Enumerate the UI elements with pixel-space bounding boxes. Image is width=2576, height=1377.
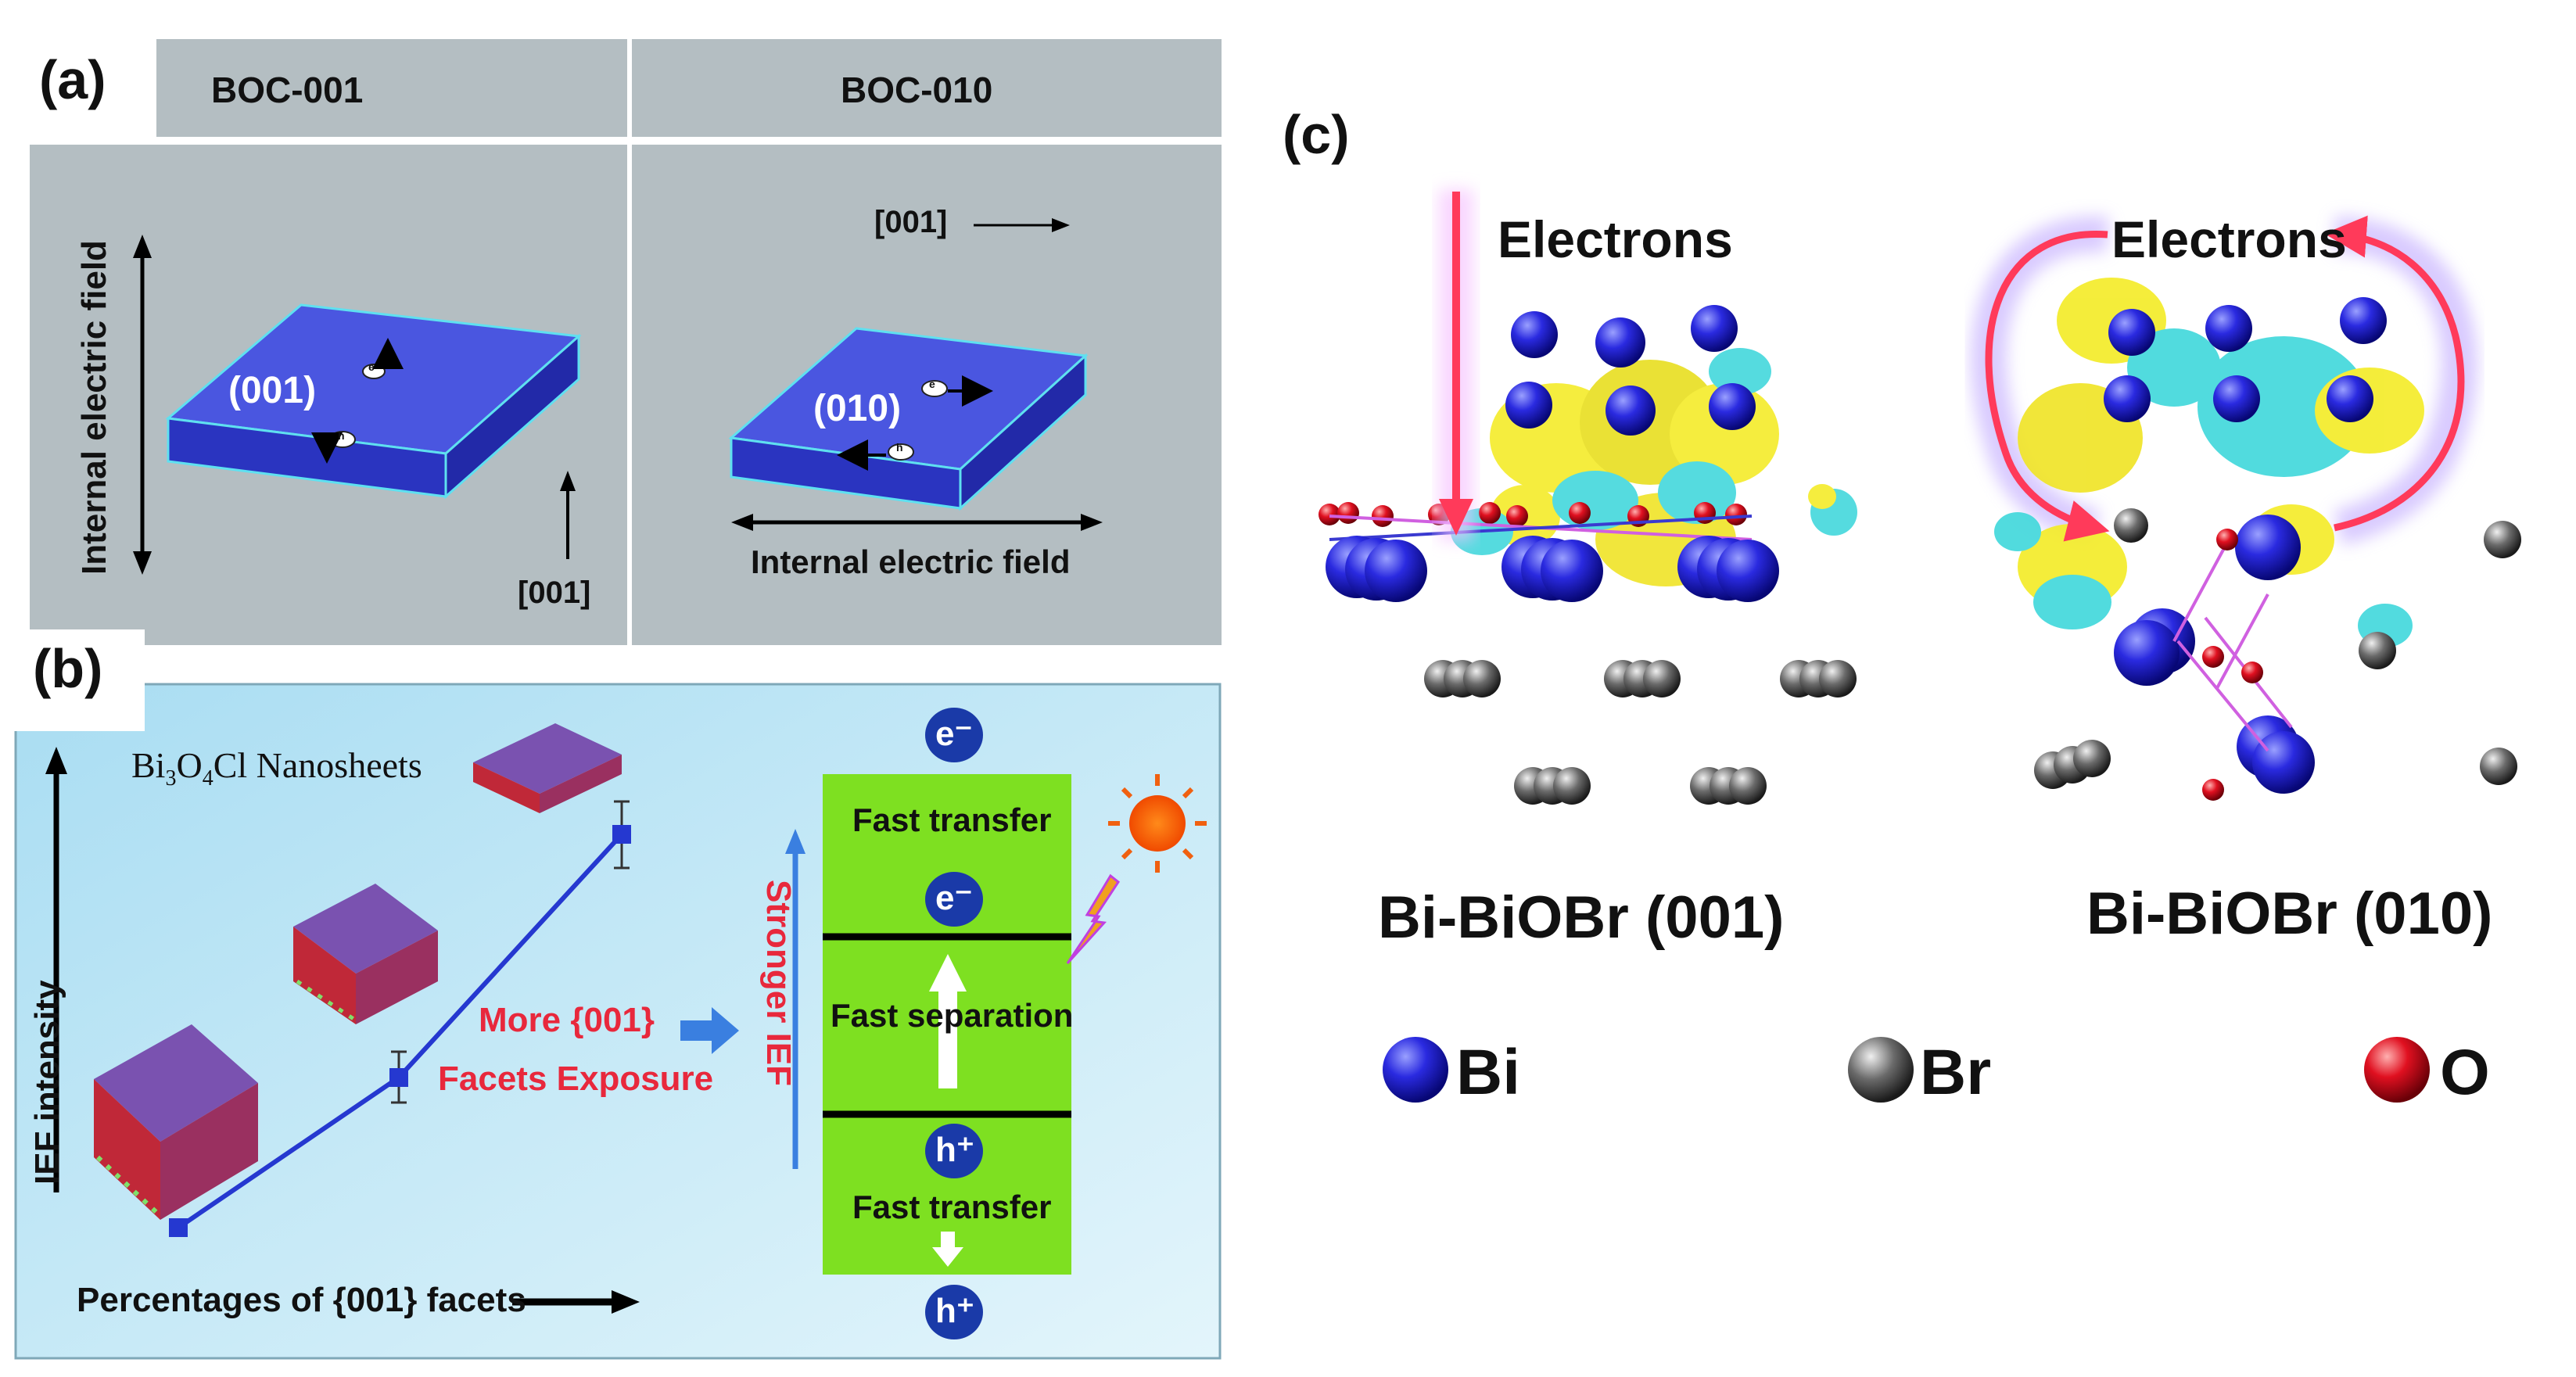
sun-icon xyxy=(1108,774,1207,873)
structure-001 xyxy=(1318,189,1857,805)
panel-c-label: (c) xyxy=(1283,104,1350,165)
material-sub1: 3 xyxy=(165,766,177,791)
data-point-2 xyxy=(389,1068,408,1087)
legend-o-atom xyxy=(2364,1037,2430,1103)
electron-top-label: e⁻ xyxy=(935,715,973,753)
hole-bottom xyxy=(925,1285,983,1339)
ief-label-010: Internal electric field xyxy=(751,543,1071,580)
electrons-label-010: Electrons xyxy=(2111,210,2347,268)
more-facets-line2: Facets Exposure xyxy=(438,1060,714,1098)
electron-mid-label: e⁻ xyxy=(935,879,973,917)
crystal-medium xyxy=(293,884,438,1024)
facet-percentage-label: Percentages of {001} facets xyxy=(77,1281,526,1319)
header-boc-010: BOC-010 xyxy=(841,70,993,110)
title-bi-biobr-010: Bi-BiOBr (010) xyxy=(2086,880,2493,947)
legend-br-atom xyxy=(1848,1037,1914,1103)
fast-transfer-bottom: Fast transfer xyxy=(852,1189,1052,1225)
hole-001: h xyxy=(338,429,345,442)
electron-top xyxy=(925,708,983,762)
legend-o-label: O xyxy=(2440,1037,2490,1108)
header-boc-001: BOC-001 xyxy=(211,70,364,110)
lightning-icon xyxy=(1066,873,1121,965)
hole-mid xyxy=(925,1124,983,1178)
legend-br-label: Br xyxy=(1920,1037,1992,1108)
carriers-001 xyxy=(311,338,404,464)
hole-transfer-arrow xyxy=(941,1232,955,1251)
legend-bi-label: Bi xyxy=(1456,1037,1520,1108)
electron-arrow-010-right xyxy=(2324,215,2465,532)
electron-mid xyxy=(925,872,983,927)
material-label: Bi3O4Cl Nanosheets xyxy=(131,744,422,791)
separation-arrow xyxy=(938,987,957,1088)
panel-b xyxy=(0,629,1222,1360)
facet-001-label: (001) xyxy=(228,370,317,411)
ief-intensity-label: IEF intensity xyxy=(28,980,66,1185)
direction-001-label: [001] xyxy=(518,576,591,610)
title-bi-biobr-001: Bi-BiOBr (001) xyxy=(1378,884,1785,951)
panel-b-label: (b) xyxy=(33,638,103,699)
fast-separation: Fast separation xyxy=(831,997,1074,1034)
electron-001: e xyxy=(368,360,375,373)
material-base: Bi xyxy=(131,745,166,785)
ief-label-001: Internal electric field xyxy=(75,240,113,575)
crystal-thin xyxy=(473,723,622,813)
panel-b-label-bg xyxy=(0,629,145,731)
direction-010-label: [001] xyxy=(874,205,948,239)
facet-010-label: (010) xyxy=(813,388,902,429)
panel-a-header-bg xyxy=(156,39,1222,137)
fast-transfer-top: Fast transfer xyxy=(852,801,1052,838)
data-point-1 xyxy=(169,1218,188,1237)
hole-010: h xyxy=(896,441,903,454)
more-facets-line1: More {001} xyxy=(479,1001,655,1039)
material-sub2: 4 xyxy=(202,766,213,791)
electrons-label-001: Electrons xyxy=(1498,210,1733,268)
legend-bi-atom xyxy=(1383,1037,1448,1103)
structure-010 xyxy=(1971,215,2521,801)
panel-c xyxy=(1318,189,2521,1103)
slab-001 xyxy=(165,303,582,500)
data-point-3 xyxy=(612,825,631,844)
hole-mid-label: h⁺ xyxy=(935,1131,975,1169)
carriers-010 xyxy=(837,375,993,471)
material-tail: Cl Nanosheets xyxy=(213,745,422,785)
material-mid: O xyxy=(176,745,203,785)
stronger-ief-label: Stronger IEF xyxy=(759,880,798,1087)
exposure-arrow xyxy=(680,1007,739,1054)
panel-a-label: (a) xyxy=(39,49,106,110)
electron-arrow-010-left xyxy=(1985,230,2110,542)
hole-bottom-label: h⁺ xyxy=(935,1292,975,1330)
panel-a xyxy=(30,39,1222,645)
slab-010 xyxy=(728,327,1089,511)
electron-010: e xyxy=(929,378,935,390)
crystal-large xyxy=(94,1024,258,1220)
